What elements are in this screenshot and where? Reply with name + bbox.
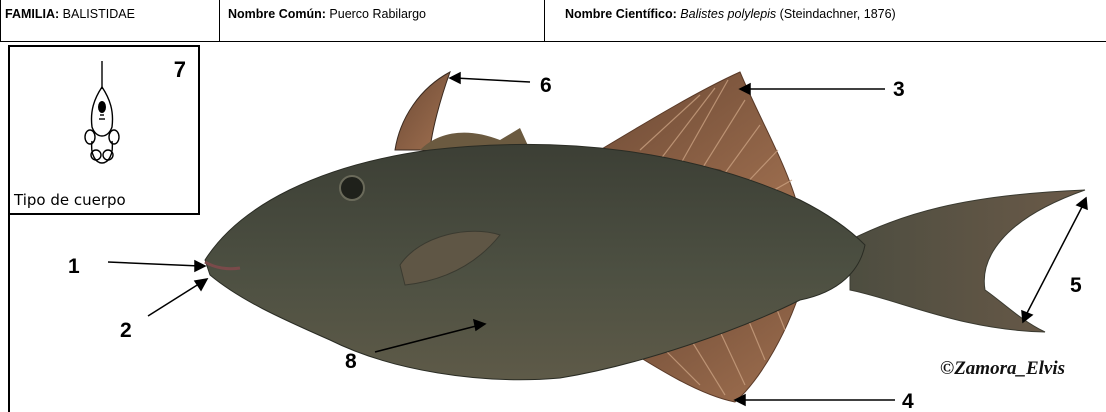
body-type-icon — [72, 59, 132, 174]
arrow-5 — [1026, 205, 1083, 315]
arrow-1 — [108, 262, 200, 266]
arrowhead-5b — [1022, 311, 1032, 322]
body-type-caption: Tipo de cuerpo — [14, 191, 126, 209]
arrowhead-1 — [195, 261, 205, 271]
callout-5: 5 — [1070, 274, 1082, 297]
arrow-6 — [455, 78, 530, 82]
arrowhead-2 — [195, 279, 207, 290]
callout-8: 8 — [345, 350, 357, 373]
callout-3: 3 — [893, 78, 905, 101]
callout-4: 4 — [902, 390, 914, 412]
callout-2: 2 — [120, 319, 132, 342]
callout-6: 6 — [540, 74, 552, 97]
caudal-fin — [850, 190, 1085, 332]
arrowhead-5a — [1077, 198, 1087, 209]
fish-eye — [340, 176, 364, 200]
body-type-number: 7 — [174, 57, 186, 83]
callout-1: 1 — [68, 255, 80, 278]
arrowhead-6 — [450, 73, 460, 83]
body-type-box: 7 Tipo de cuerpo — [8, 45, 200, 215]
copyright-watermark: ©Zamora_Elvis — [940, 358, 1065, 380]
arrow-2 — [148, 282, 202, 316]
